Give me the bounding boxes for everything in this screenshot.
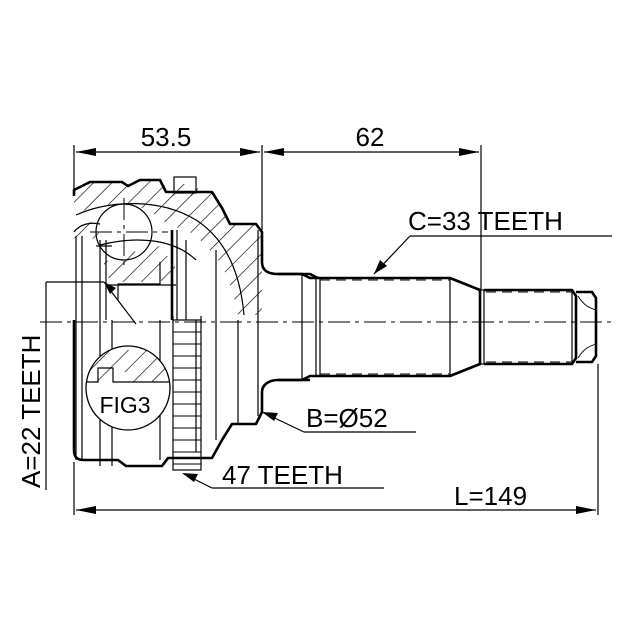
callout-abs-diameter: B=Ø52 <box>261 403 416 433</box>
fig3-detail: FIG3 <box>85 345 171 431</box>
fig3-label: FIG3 <box>99 392 150 418</box>
dimension-housing-length-label: 53.5 <box>141 122 192 152</box>
dimension-total-length: L=149 <box>73 364 599 515</box>
callout-inner-spline: A=22 TEETH <box>16 281 137 490</box>
total-length-label: L=149 <box>454 481 527 511</box>
dimension-housing-length: 53.5 <box>73 122 263 230</box>
housing-lower <box>72 320 310 468</box>
callout-abs-ring: 47 TEETH <box>182 460 384 490</box>
abs-tone-ring <box>172 316 202 471</box>
output-shaft <box>278 272 598 382</box>
dimension-shaft-length: 62 <box>264 122 482 290</box>
outer-spline-label: C=33 TEETH <box>408 206 563 236</box>
abs-diameter-label: B=Ø52 <box>306 403 388 433</box>
housing-section-upper <box>72 176 319 460</box>
callout-outer-spline: C=33 TEETH <box>373 206 612 275</box>
dimension-shaft-length-label: 62 <box>356 122 385 152</box>
abs-ring-label: 47 TEETH <box>222 460 343 490</box>
inner-spline-label: A=22 TEETH <box>16 335 46 488</box>
